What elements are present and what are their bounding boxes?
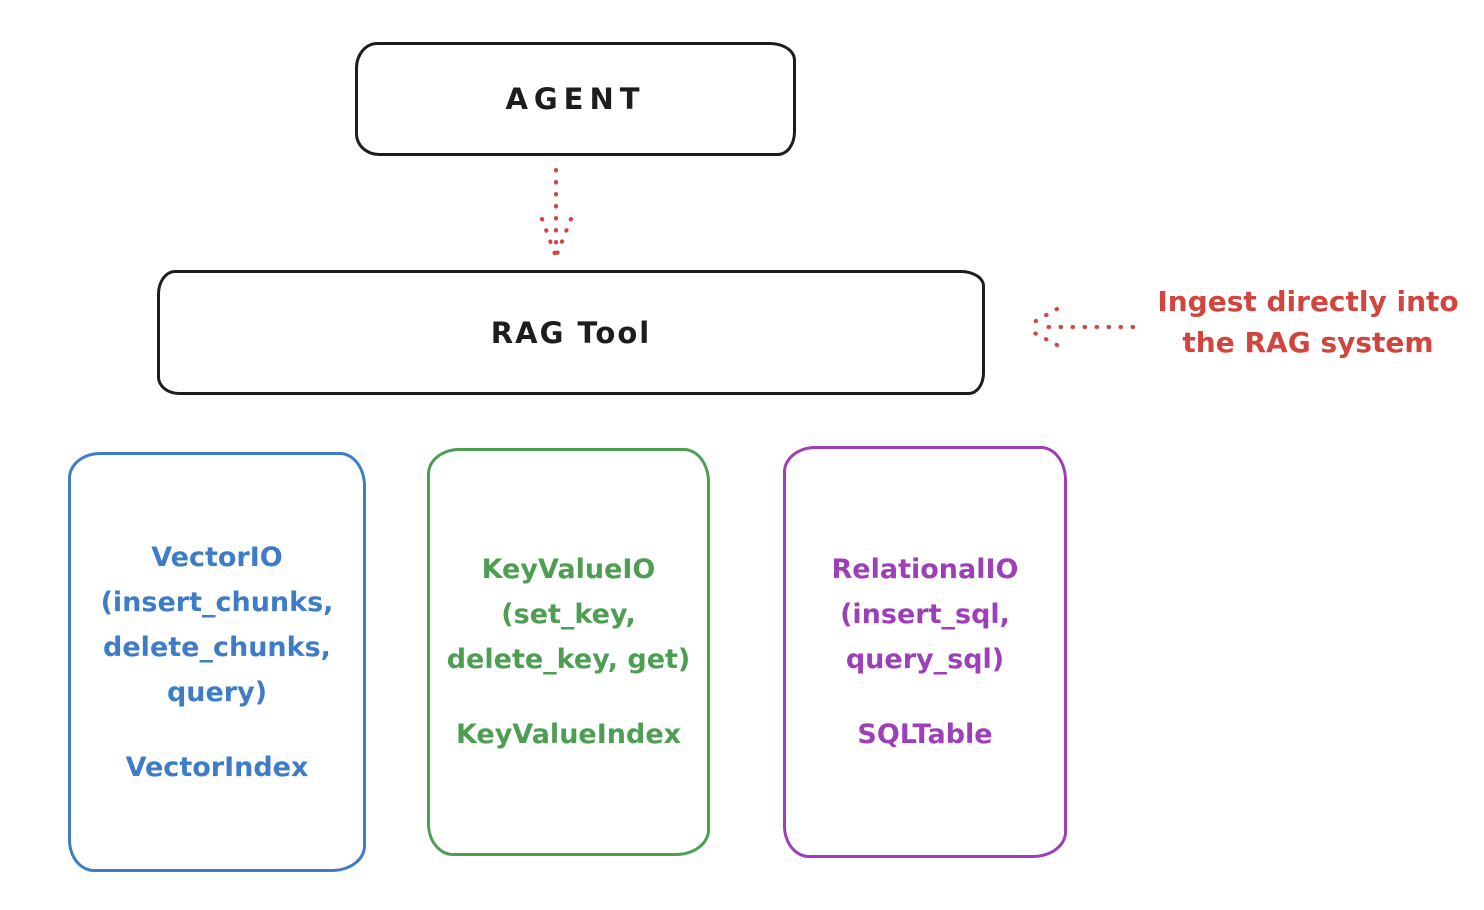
agent-to-ragtool-arrowhead-left (540, 217, 557, 256)
agent-node-label: AGENT (505, 82, 646, 116)
keyvalue-io-title: KeyValueIO (481, 554, 656, 585)
agent-to-ragtool-arrowhead-right (555, 217, 573, 256)
relational-io-box: RelationalIO (insert_sql, query_sql) SQL… (783, 446, 1067, 858)
keyvalue-io-box: KeyValueIO (set_key, delete_key, get) Ke… (427, 448, 710, 856)
vector-io-methods-line: (insert_chunks, (100, 586, 334, 618)
ingest-arrowhead-top (1025, 307, 1059, 328)
sql-table-label: SQLTable (857, 719, 993, 750)
vector-io-box: VectorIO (insert_chunks, delete_chunks, … (68, 452, 366, 872)
keyvalue-io-methods-line: delete_key, get) (446, 644, 691, 675)
ingest-annotation-line-2: the RAG system (1182, 326, 1434, 359)
vector-io-methods-line: query) (166, 676, 268, 708)
ingest-annotation: Ingest directly into the RAG system (1138, 281, 1478, 363)
keyvalue-index-label: KeyValueIndex (455, 719, 682, 750)
rag-tool-node: RAG Tool (157, 270, 985, 395)
vector-io-methods-line: delete_chunks, (103, 631, 331, 663)
vector-io-title: VectorIO (151, 541, 283, 573)
relational-io-methods-line: (insert_sql, (840, 599, 1010, 630)
keyvalue-io-methods-line: (set_key, (501, 599, 636, 630)
vector-index-label: VectorIndex (125, 751, 309, 783)
agent-node: AGENT (355, 42, 796, 156)
relational-io-methods-line: query_sql) (845, 644, 1005, 675)
relational-io-title: RelationalIO (831, 554, 1019, 585)
ingest-annotation-line-1: Ingest directly into (1157, 285, 1459, 318)
rag-tool-node-label: RAG Tool (490, 315, 652, 350)
ingest-arrowhead-bottom (1025, 327, 1059, 347)
